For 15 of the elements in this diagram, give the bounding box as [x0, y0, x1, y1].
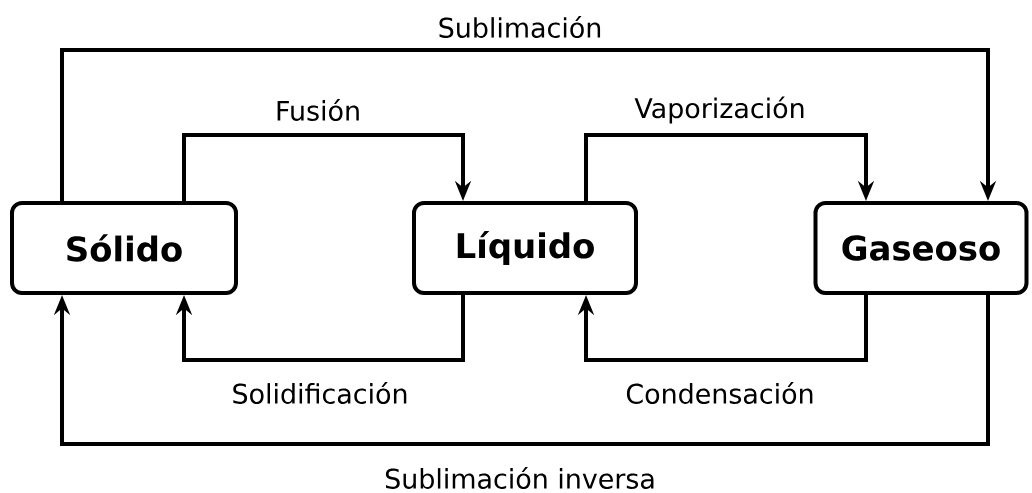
- edge-label: Fusión: [277, 99, 359, 121]
- edge-label: Sublimación: [439, 16, 601, 38]
- arrow: [182, 133, 472, 201]
- edge-label: Vaporización: [634, 96, 804, 124]
- arrow: [53, 295, 990, 446]
- state-box: Sólido: [10, 201, 238, 295]
- arrow: [175, 295, 465, 362]
- arrow: [577, 295, 868, 362]
- edge-label: Sublimación inversa: [385, 467, 654, 489]
- state-box: Líquido: [412, 201, 638, 295]
- edge-label: Condensación: [626, 382, 813, 404]
- arrow: [584, 133, 875, 201]
- state-box: Gaseoso: [813, 201, 1029, 295]
- edge-label: Solidificación: [233, 382, 407, 404]
- arrow: [60, 48, 997, 201]
